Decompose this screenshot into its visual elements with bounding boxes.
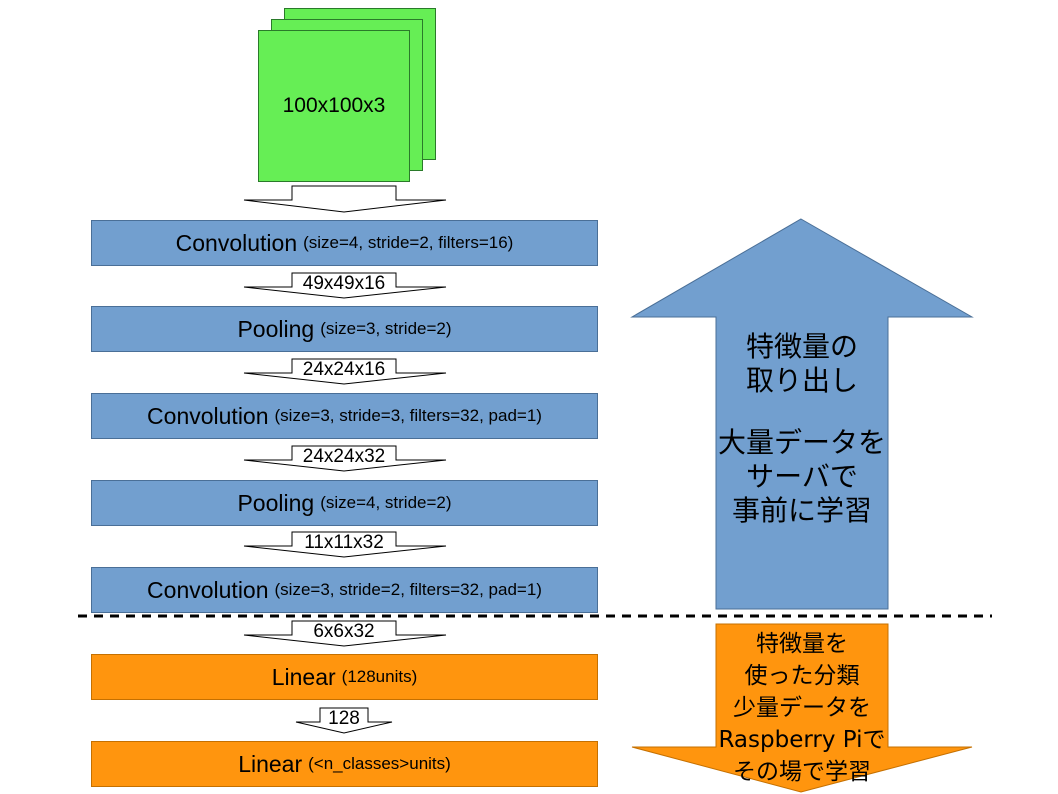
layer-conv1: Convolution (size=4, stride=2, filters=1… [91, 220, 598, 266]
layer-params: (<n_classes>units) [308, 754, 451, 773]
layer-name: Pooling [237, 315, 315, 342]
layer-conv2: Convolution (size=3, stride=3, filters=3… [91, 393, 598, 439]
layer-pool1: Pooling (size=3, stride=2) [91, 306, 598, 352]
layer-name: Pooling [237, 489, 315, 516]
layer-params: (size=3, stride=2, filters=32, pad=1) [274, 580, 542, 599]
shape-label-pool2-out: 11x11x32 [304, 532, 384, 553]
classification-down-arrow [631, 623, 973, 793]
up-arrow-line: 大量データを [717, 426, 886, 459]
up-arrow-line [702, 398, 902, 426]
up-arrow-text: 特徴量の 取り出し 大量データを サーバで 事前に学習 [702, 330, 902, 528]
layer-conv3: Convolution (size=3, stride=2, filters=3… [91, 567, 598, 613]
up-arrow-line: サーバで [746, 460, 858, 493]
layer-params: (size=4, stride=2, filters=16) [303, 233, 514, 252]
layer-params: (size=4, stride=2) [320, 493, 452, 512]
layer-name: Linear [238, 750, 303, 777]
layer-name: Convolution [175, 229, 298, 256]
layer-linear1: Linear (128units) [91, 654, 598, 700]
down-arrow-line: Raspberry Piで [718, 727, 886, 753]
layer-name: Linear [271, 663, 336, 690]
flow-arrow-input-to-conv1 [243, 185, 447, 213]
down-arrow-line: 特徴量を [756, 631, 848, 657]
down-arrow-line: 使った分類 [744, 663, 860, 689]
feature-extraction-up-arrow [630, 218, 974, 610]
shape-label-pool1-out: 24x24x16 [302, 359, 386, 380]
shape-label-conv1-out: 49x49x16 [302, 273, 386, 294]
flow-arrow-pool2-to-conv3 [243, 531, 447, 558]
flow-arrow-conv1-to-pool1 [243, 272, 447, 299]
input-sheet-front [258, 30, 410, 182]
up-arrow-line: 取り出し [745, 364, 858, 397]
down-arrow-text: 特徴量を 使った分類 少量データを Raspberry Piで その場で学習 [682, 628, 922, 788]
layer-linear2: Linear (<n_classes>units) [91, 741, 598, 787]
up-arrow-line: 特徴量の [745, 330, 858, 363]
down-arrow-line: その場で学習 [733, 759, 871, 785]
flow-arrow-conv2-to-pool2 [243, 445, 447, 472]
shape-label-conv3-out: 6x6x32 [313, 621, 375, 642]
layer-name: Convolution [147, 576, 269, 603]
flow-arrow-conv3-to-linear1 [243, 620, 447, 647]
up-arrow-line: 事前に学習 [731, 494, 872, 527]
layer-pool2: Pooling (size=4, stride=2) [91, 480, 598, 526]
flow-arrow-pool1-to-conv2 [243, 358, 447, 385]
layer-params: (size=3, stride=3, filters=32, pad=1) [274, 406, 542, 425]
layer-params: (128units) [341, 667, 418, 686]
shape-label-conv2-out: 24x24x32 [302, 446, 386, 467]
down-arrow-line: 少量データを [733, 695, 871, 721]
layer-name: Convolution [147, 402, 269, 429]
flow-arrow-linear1-to-linear2 [295, 707, 393, 734]
shape-label-linear1-out: 128 [328, 708, 360, 729]
layer-params: (size=3, stride=2) [320, 319, 452, 338]
input-shape-label: 100x100x3 [282, 94, 386, 117]
